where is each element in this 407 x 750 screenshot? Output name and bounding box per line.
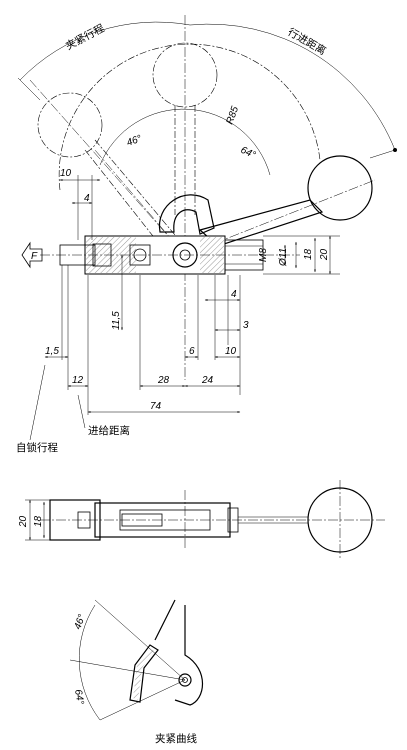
arc-end-tick-right xyxy=(369,149,396,159)
angle-64-label: 64° xyxy=(239,145,257,161)
top-view: 夹紧行程 行进距离 R85 46° 64° xyxy=(16,15,397,454)
force-label: F xyxy=(31,251,38,262)
angle-46-label: 46° xyxy=(125,133,143,149)
detail-ray-top xyxy=(94,599,186,681)
dim-74: 74 xyxy=(150,401,162,412)
detail-ray-mid xyxy=(69,659,186,681)
angle-arc xyxy=(99,108,271,176)
side-dim-20: 20 xyxy=(18,515,29,528)
dim-1-5: 1,5 xyxy=(45,346,59,357)
r85-label: R85 xyxy=(224,105,241,126)
dim-6: 6 xyxy=(189,346,195,357)
clamp-curve-caption: 夹紧曲线 xyxy=(155,732,197,745)
dim-28: 28 xyxy=(157,375,170,386)
detail-lever-arm xyxy=(154,599,203,706)
self-lock-leader xyxy=(29,364,46,441)
clamp-curve-hatch xyxy=(133,648,154,700)
detail-ray-bottom xyxy=(99,679,186,721)
clamp-travel-label: 夹紧行程 xyxy=(63,21,107,52)
side-view: 20 18 xyxy=(18,480,385,560)
ghost-lever-left-a xyxy=(84,149,161,246)
clamp-hook xyxy=(158,194,215,235)
dim-11-5: 11,5 xyxy=(111,311,122,330)
force-arrow xyxy=(21,241,43,269)
feed-distance-label: 进给距离 xyxy=(88,424,130,437)
clamp-curve-profile xyxy=(129,644,159,703)
advance-distance-label: 行进距离 xyxy=(286,25,329,57)
ghost-knob-middle xyxy=(152,42,218,108)
advance-distance-arc xyxy=(189,23,396,151)
side-dim-18: 18 xyxy=(33,515,44,527)
detail-angle-64: 64° xyxy=(72,689,85,706)
handle-knob xyxy=(307,155,373,221)
angle-ray-long xyxy=(29,79,186,256)
ghost-lever-left-b xyxy=(94,139,176,236)
r85-arc xyxy=(58,43,321,191)
dim-20: 20 xyxy=(319,248,330,261)
clamp-travel-arc xyxy=(19,21,191,81)
dim-3: 3 xyxy=(243,320,249,331)
dim-o11: Ø11 xyxy=(278,248,289,267)
detail-pivot-inner xyxy=(182,677,188,683)
dim-4-top: 4 xyxy=(84,193,90,204)
dim-12: 12 xyxy=(72,375,84,386)
dim-10-right: 10 xyxy=(225,346,237,357)
curve-detail: 46° 64° 夹紧曲线 xyxy=(69,599,203,745)
dim-4-right: 4 xyxy=(231,289,237,300)
detail-pivot xyxy=(178,673,192,687)
dim-18: 18 xyxy=(303,248,314,260)
self-lock-travel-label: 自锁行程 xyxy=(16,441,58,454)
feed-distance-leader xyxy=(77,394,86,429)
dim-24: 24 xyxy=(201,375,214,386)
arc-end-tick-left xyxy=(17,77,41,101)
dim-m8: M8 xyxy=(258,248,269,262)
detail-arc-outer xyxy=(78,604,101,721)
ghost-knob-left xyxy=(37,92,103,158)
arc-end-dot xyxy=(393,148,397,152)
detail-angle-46: 46° xyxy=(72,613,88,631)
dim-10-top: 10 xyxy=(60,168,72,179)
